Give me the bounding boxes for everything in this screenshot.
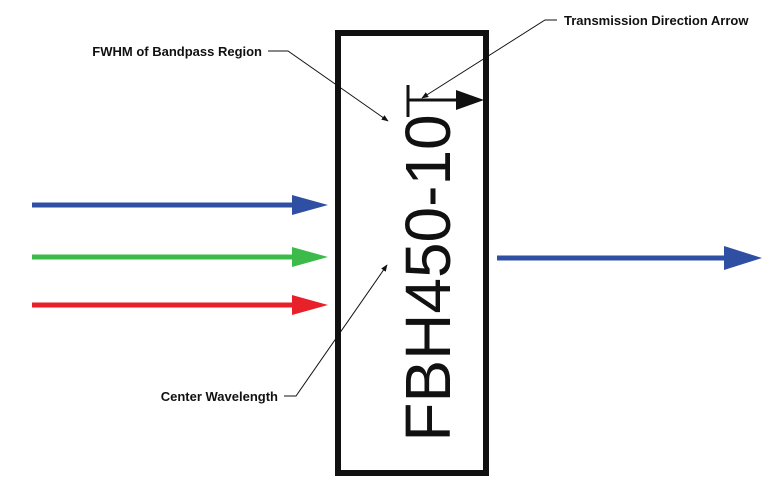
input-beam-red — [32, 295, 328, 315]
transmission-direction-callout-label: Transmission Direction Arrow — [564, 13, 749, 28]
fwhm-callout: FWHM of Bandpass Region — [92, 44, 389, 122]
transmission-direction-arrow — [406, 85, 484, 117]
input-beam-blue — [32, 195, 328, 215]
center-wavelength-leader-line — [284, 264, 388, 397]
part-number-label: FBH450-10 — [392, 114, 464, 441]
input-beam-green — [32, 247, 328, 267]
center-wavelength-callout: Center Wavelength — [161, 264, 388, 404]
fwhm-leader-line — [268, 50, 389, 122]
transmission-direction-leader-line — [421, 19, 557, 99]
fwhm-callout-label: FWHM of Bandpass Region — [92, 44, 262, 59]
input-beams — [32, 195, 328, 315]
center-wavelength-callout-label: Center Wavelength — [161, 389, 278, 404]
output-beam-blue — [497, 246, 762, 270]
transmission-direction-callout: Transmission Direction Arrow — [421, 13, 749, 99]
